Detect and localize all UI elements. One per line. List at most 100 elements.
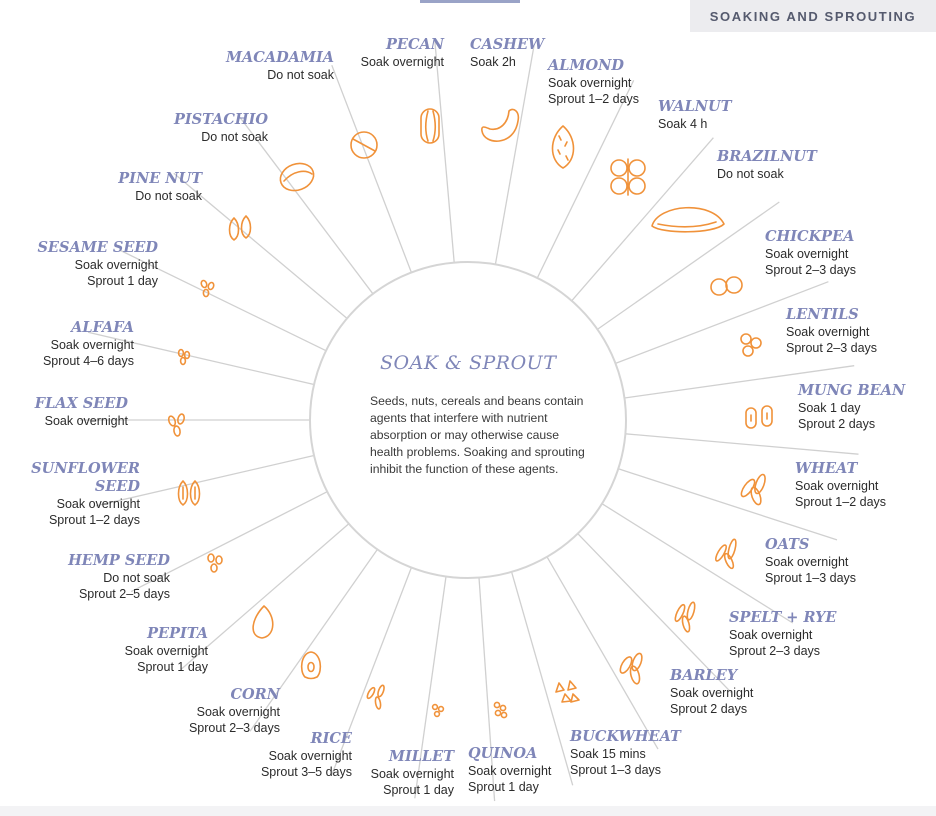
spoke-line (414, 576, 447, 799)
spoke-line (173, 172, 348, 319)
spelt-rye-icon (674, 601, 696, 633)
spoke-line (331, 567, 413, 776)
spoke-line (494, 45, 535, 265)
item-instruction: Sprout 1 day (87, 274, 158, 288)
item-name: WALNUT (658, 98, 732, 115)
item-name: BUCKWHEAT (570, 728, 681, 745)
item-instruction: Sprout 3–5 days (260, 765, 352, 779)
item-instruction: Soak overnight (50, 338, 134, 352)
spoke-line (546, 556, 659, 750)
brazilnut-icon (651, 206, 725, 233)
center-title: SOAK & SPROUT (380, 352, 557, 374)
item-name: BARLEY (670, 667, 738, 684)
spoke-line (618, 468, 838, 541)
item-instruction: Soak overnight (765, 247, 849, 261)
lentils-icon (740, 333, 762, 357)
alfafa-icon (177, 348, 191, 366)
macadamia-icon (350, 131, 378, 159)
spoke-line (130, 491, 328, 593)
item-instruction: Sprout 1–3 days (570, 763, 662, 777)
item-name: OATS (765, 536, 810, 553)
item-instruction: Soak 15 mins (570, 747, 646, 761)
mung-bean-icon (745, 405, 773, 429)
sesame-seed-icon (200, 279, 215, 298)
item-instruction: Soak overnight (765, 555, 849, 569)
item-name: PEPITA (147, 625, 208, 642)
spoke-line (536, 80, 635, 279)
spoke-line (95, 454, 315, 507)
item-instruction: Do not soak (103, 571, 170, 585)
item-instruction: Soak overnight (468, 764, 552, 778)
millet-icon (431, 703, 445, 718)
rice-icon (366, 684, 385, 710)
item-instruction: Sprout 1–2 days (548, 92, 640, 106)
item-instruction: Sprout 1 day (383, 783, 454, 797)
spoke-line (601, 503, 794, 624)
hemp-seed-icon (207, 553, 223, 573)
item-name: SUNFLOWER SEED (31, 460, 140, 495)
sunflower-seed-icon (177, 480, 201, 506)
pepita-icon (252, 605, 274, 639)
spoke-line (510, 571, 574, 786)
item-instruction: Sprout 1 day (468, 780, 539, 794)
spoke-line (478, 577, 496, 802)
item-instruction: Sprout 1 day (137, 660, 208, 674)
item-instruction: Sprout 4–6 days (42, 354, 134, 368)
spoke-line (625, 433, 859, 455)
item-name: HEMP SEED (68, 552, 170, 569)
item-instruction: Sprout 1–2 days (48, 513, 140, 527)
item-instruction: Soak 2h (470, 55, 516, 69)
item-instruction: Soak overnight (44, 414, 128, 428)
cashew-icon (481, 108, 520, 142)
item-name: SPELT + RYE (729, 609, 837, 626)
item-instruction: Soak overnight (360, 55, 444, 69)
item-instruction: Soak overnight (729, 628, 813, 642)
item-instruction: Do not soak (201, 130, 268, 144)
corn-icon (300, 651, 322, 680)
item-instruction: Soak overnight (670, 686, 754, 700)
section-tag: SOAKING AND SPROUTING (690, 0, 936, 32)
item-instruction: Soak overnight (795, 479, 879, 493)
quinoa-icon (493, 701, 508, 719)
spoke-line (434, 41, 455, 263)
spoke-line (571, 137, 714, 302)
item-name: MACADAMIA (226, 49, 334, 66)
item-instruction: Sprout 2–5 days (78, 587, 170, 601)
spoke-line (238, 116, 374, 295)
spoke-line (87, 331, 315, 386)
item-name: BRAZILNUT (717, 148, 817, 165)
item-instruction: Sprout 2–3 days (729, 644, 821, 658)
item-instruction: Soak 4 h (658, 117, 708, 131)
item-name: WHEAT (795, 460, 858, 477)
item-instruction: Sprout 2–3 days (765, 263, 857, 277)
item-instruction: Soak 1 day (798, 401, 861, 415)
chickpea-icon (710, 276, 743, 296)
spoke-line (180, 523, 350, 670)
walnut-icon (610, 158, 646, 196)
pecan-icon (420, 108, 440, 144)
spoke-line (119, 249, 327, 352)
buckwheat-icon (555, 680, 580, 703)
item-name: LENTILS (786, 306, 859, 323)
item-name: RICE (310, 730, 352, 747)
item-name: PECAN (386, 36, 444, 53)
spoke-line (577, 533, 733, 694)
item-instruction: Sprout 1–2 days (795, 495, 887, 509)
icons-group (167, 108, 773, 719)
item-instruction: Soak overnight (370, 767, 454, 781)
spoke-line (249, 549, 378, 732)
item-instruction: Soak overnight (268, 749, 352, 763)
center-circle (309, 261, 627, 579)
